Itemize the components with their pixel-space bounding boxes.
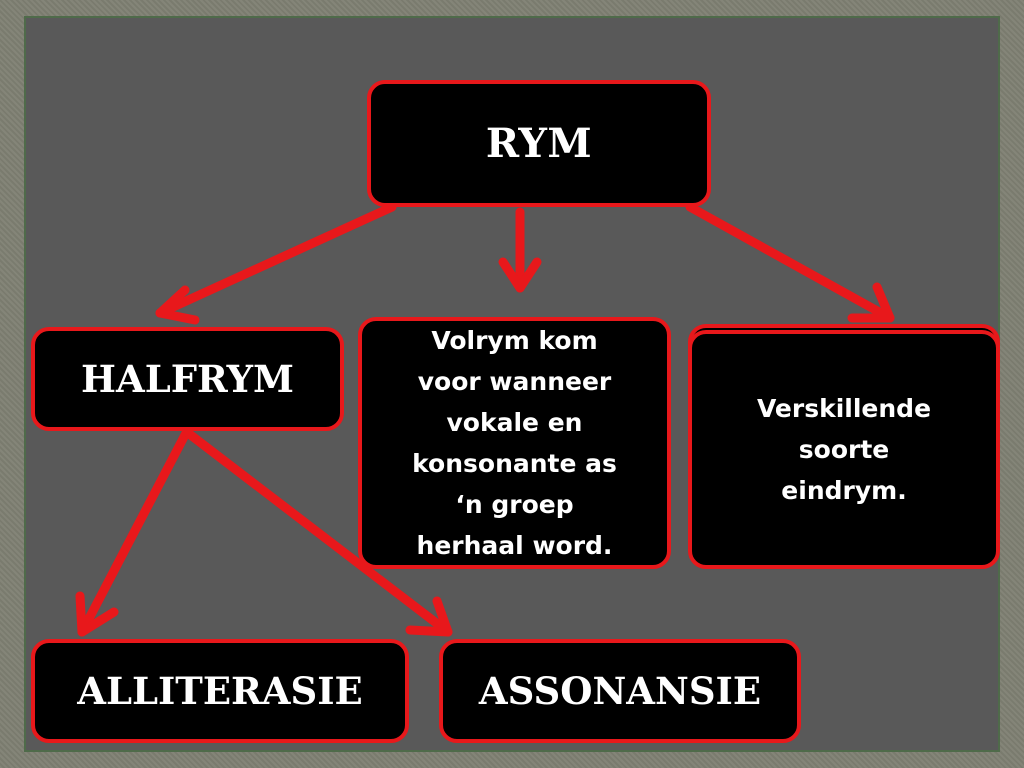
node-rym-label: RYM [485,120,593,167]
volrym-line: Volrym kom [431,326,598,355]
node-assonansie: ASSONANSIE [439,639,801,743]
arrowhead-assonansie [405,596,453,637]
node-alliterasie: ALLITERASIE [31,639,409,743]
arrowhead-volrym [498,257,542,293]
arrow-rym-to-halfrym [155,202,397,318]
volrym-line: herhaal word. [416,531,613,560]
arrow-rym-to-eindrym [685,202,895,323]
node-eindrym: Verskillende soorte eindrym. [688,330,1000,569]
arrowhead-eindrym [847,282,895,323]
arrowhead-alliterasie [75,591,119,637]
volrym-line: vokale en [446,408,583,437]
volrym-line: ‘n groep [455,490,574,519]
eindrym-line: soorte [798,435,890,464]
volrym-line: voor wanneer [417,367,612,396]
node-volrym-text: Volrym kom voor wanneer vokale en konson… [398,320,631,566]
arrowhead-halfrym [155,285,200,325]
arrow-halfrym-to-alliterasie [77,428,191,637]
arrow-halfrym-to-assonansie [183,428,453,637]
node-halfrym: HALFRYM [31,327,344,431]
node-assonansie-label: ASSONANSIE [478,669,762,713]
node-rym: RYM [367,80,711,207]
node-volrym: Volrym kom voor wanneer vokale en konson… [358,317,671,569]
node-alliterasie-label: ALLITERASIE [77,669,363,713]
eindrym-line: eindrym. [781,476,907,505]
volrym-line: konsonante as [412,449,617,478]
eindrym-line: Verskillende [756,394,932,423]
node-eindrym-text: Verskillende soorte eindrym. [747,388,941,511]
node-halfrym-label: HALFRYM [81,357,294,401]
